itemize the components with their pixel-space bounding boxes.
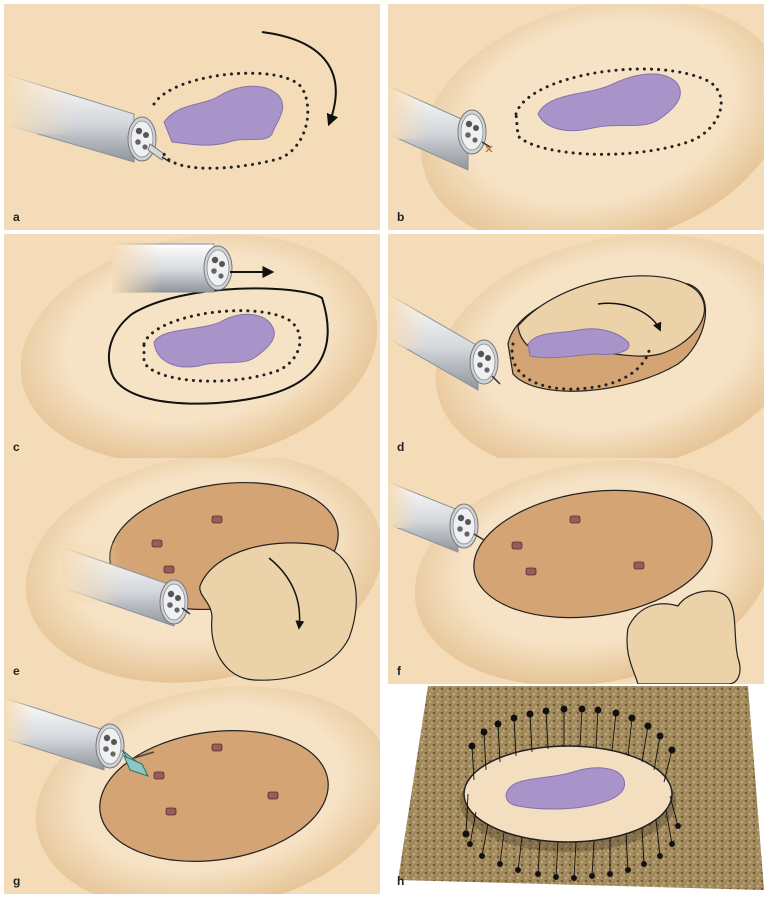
direction-arrow xyxy=(268,557,305,630)
submucosa xyxy=(473,489,713,619)
panel-label: f xyxy=(397,664,401,678)
panel-label: c xyxy=(13,440,20,454)
panel-b-drawing xyxy=(388,4,764,230)
panel-label: h xyxy=(397,874,405,888)
endoscope xyxy=(4,694,125,771)
panel-c-drawing xyxy=(4,234,380,460)
marking-dots xyxy=(514,67,723,156)
panel-a-drawing xyxy=(4,4,380,230)
panel-f: f xyxy=(388,458,764,684)
panel-a: a xyxy=(4,4,380,230)
panel-label: d xyxy=(397,440,405,454)
marking-dots xyxy=(152,71,310,170)
endoscope xyxy=(112,242,275,294)
lesion xyxy=(527,328,630,359)
panel-g: g xyxy=(4,684,380,894)
endoscope xyxy=(388,79,491,171)
vessel-stumps xyxy=(511,515,645,576)
panel-c: c xyxy=(4,234,380,460)
endoscope xyxy=(388,478,485,553)
marking-dots xyxy=(510,342,652,391)
submucosa xyxy=(99,730,329,862)
panel-h-drawing xyxy=(388,684,764,894)
lesion xyxy=(505,767,626,810)
mucosal-flap xyxy=(199,542,357,681)
panel-label: b xyxy=(397,210,405,224)
resected-specimen xyxy=(626,590,741,684)
vessel-stumps xyxy=(151,515,223,574)
panel-g-drawing xyxy=(4,684,380,894)
panel-f-drawing xyxy=(388,458,764,684)
endoscope xyxy=(4,64,171,163)
incision-mark xyxy=(485,145,493,153)
vessel-stumps xyxy=(153,743,279,816)
lesion xyxy=(163,85,284,146)
lesion xyxy=(153,313,275,368)
endoscope xyxy=(62,543,191,627)
direction-arrow xyxy=(261,31,339,127)
panel-d-drawing xyxy=(388,234,764,460)
hemostatic-clip xyxy=(121,749,155,777)
endoscope xyxy=(388,289,501,391)
incision-line xyxy=(107,287,329,405)
pins xyxy=(462,705,681,881)
panel-h: h xyxy=(388,684,764,894)
panel-e-drawing xyxy=(4,458,380,684)
panel-d: d xyxy=(388,234,764,460)
panel-e: e xyxy=(4,458,380,684)
direction-arrow xyxy=(597,302,662,332)
marking-dots xyxy=(142,309,302,383)
panel-label: a xyxy=(13,210,20,224)
lesion xyxy=(537,73,681,132)
panel-label: g xyxy=(13,874,21,888)
panel-label: e xyxy=(13,664,20,678)
panel-b: b xyxy=(388,4,764,230)
